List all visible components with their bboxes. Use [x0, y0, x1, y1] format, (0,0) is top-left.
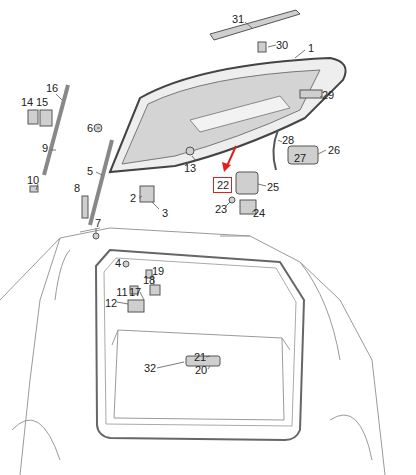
hinge: [140, 186, 154, 202]
highlight-box: 22: [213, 177, 232, 193]
callout-number: 20: [195, 365, 207, 376]
callout-number: 9: [42, 143, 48, 154]
callout-number: 18: [143, 275, 155, 286]
leader-lines: [36, 22, 326, 369]
callout-number: 32: [144, 363, 156, 374]
callout-number: 24: [253, 208, 265, 219]
clip: [258, 42, 266, 52]
callout-number: 12: [105, 298, 117, 309]
tailgate: [110, 58, 346, 172]
gas-strut: [90, 140, 112, 225]
hinge: [82, 196, 88, 218]
callout-number: 28: [282, 135, 294, 146]
callout-number: 7: [95, 218, 101, 229]
callout-number: 16: [46, 83, 58, 94]
callout-number: 22: [217, 180, 228, 191]
callout-number: 26: [328, 145, 340, 156]
spoiler: [210, 10, 300, 40]
callout-number: 30: [276, 40, 288, 51]
callout-number: 23: [215, 204, 227, 215]
callout-number: 29: [322, 90, 334, 101]
lock: [236, 172, 258, 194]
callout-number: 27: [294, 153, 306, 164]
callout-number: 31: [232, 14, 244, 25]
callout-number: 11: [116, 287, 127, 298]
callout-number: 5: [87, 166, 93, 177]
callout-number: 3: [162, 208, 168, 219]
callout-number: 1: [308, 43, 314, 54]
callout-number: 4: [115, 258, 121, 269]
car-body: [0, 228, 385, 475]
callout-number: 25: [267, 182, 279, 193]
motor: [300, 90, 322, 98]
callout-number: 14: [21, 97, 33, 108]
callout-number: 21: [194, 352, 206, 363]
callout-number: 13: [184, 163, 196, 174]
parts: [28, 10, 322, 366]
bracket: [40, 110, 52, 126]
latch-bracket: [128, 300, 144, 312]
callout-number: 17: [129, 287, 141, 298]
callout-number: 6: [87, 123, 93, 134]
pointer-arrow: [222, 146, 236, 172]
callout-number: 2: [130, 193, 136, 204]
callout-number: 10: [27, 175, 39, 186]
callout-number: 8: [74, 183, 80, 194]
callout-number: 15: [36, 97, 48, 108]
bracket: [28, 110, 38, 124]
drive-unit: [288, 146, 318, 164]
